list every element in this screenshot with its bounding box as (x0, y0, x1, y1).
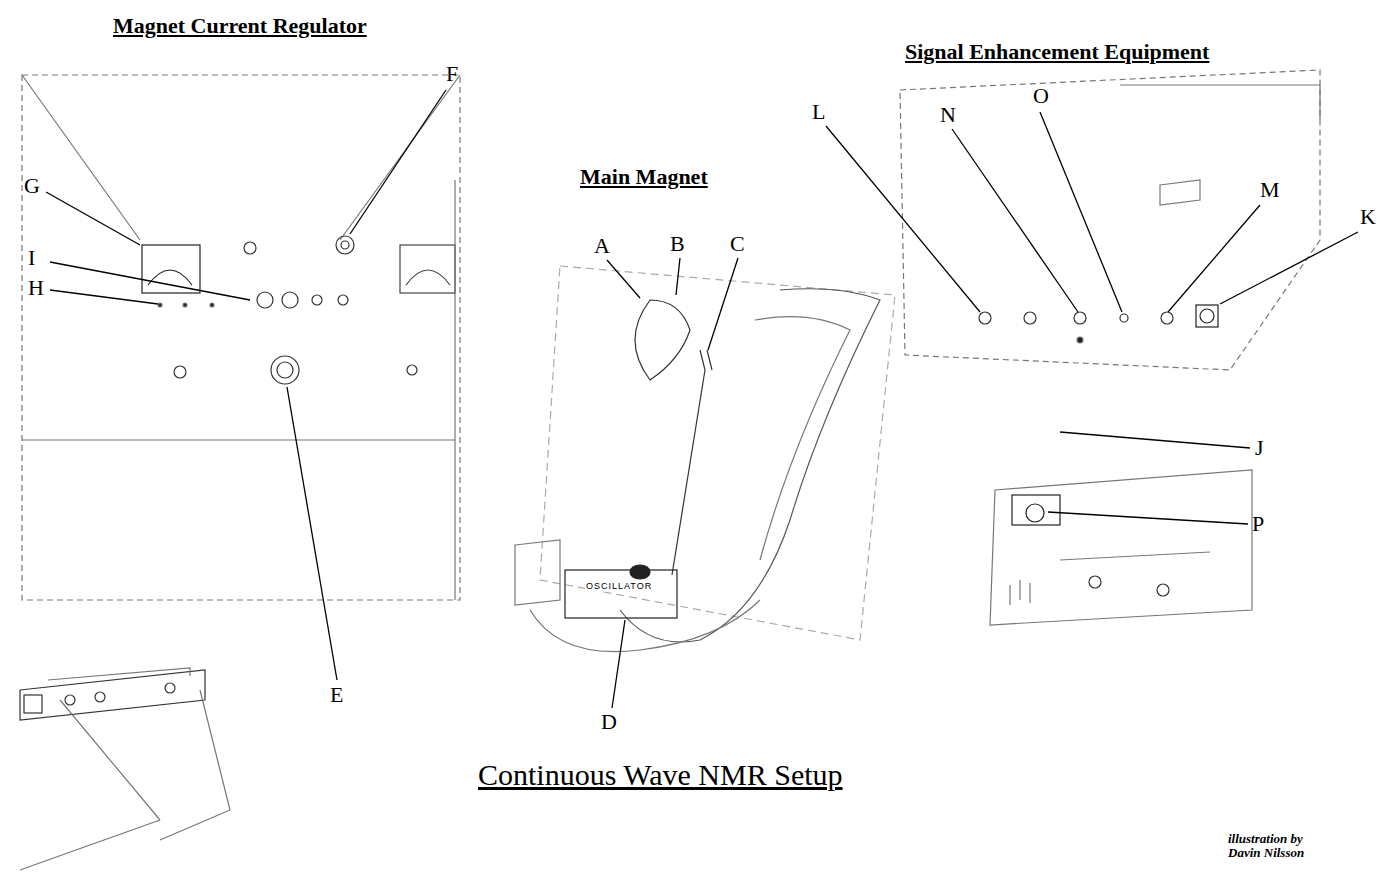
section-heading: Magnet Current Regulator (113, 14, 367, 38)
callout-letter: L (812, 100, 825, 124)
credit-note: illustration by Davin Nilsson (1228, 832, 1338, 861)
callout-letter: B (670, 232, 685, 256)
leader-lines (46, 90, 1358, 708)
callout-letter: J (1255, 436, 1264, 460)
callout-letter: G (24, 174, 40, 198)
callout-letter: E (330, 683, 343, 707)
callout-letter: H (28, 276, 44, 300)
callout-letter: D (601, 710, 617, 734)
equipment-outlines (20, 70, 1320, 870)
callout-letter: K (1360, 205, 1376, 229)
section-heading: Main Magnet (580, 165, 708, 189)
callout-letter: I (28, 246, 35, 270)
callout-letter: C (730, 232, 745, 256)
callout-letter: A (594, 234, 610, 258)
diagram-title: Continuous Wave NMR Setup (478, 758, 843, 791)
callout-letter: M (1260, 178, 1280, 202)
callout-letter: P (1252, 512, 1264, 536)
section-heading: Signal Enhancement Equipment (905, 40, 1209, 64)
callout-letter: N (940, 103, 956, 127)
callout-letter: O (1033, 84, 1049, 108)
device-label: OSCILLATOR (585, 582, 653, 592)
callout-letter: F (446, 62, 458, 86)
